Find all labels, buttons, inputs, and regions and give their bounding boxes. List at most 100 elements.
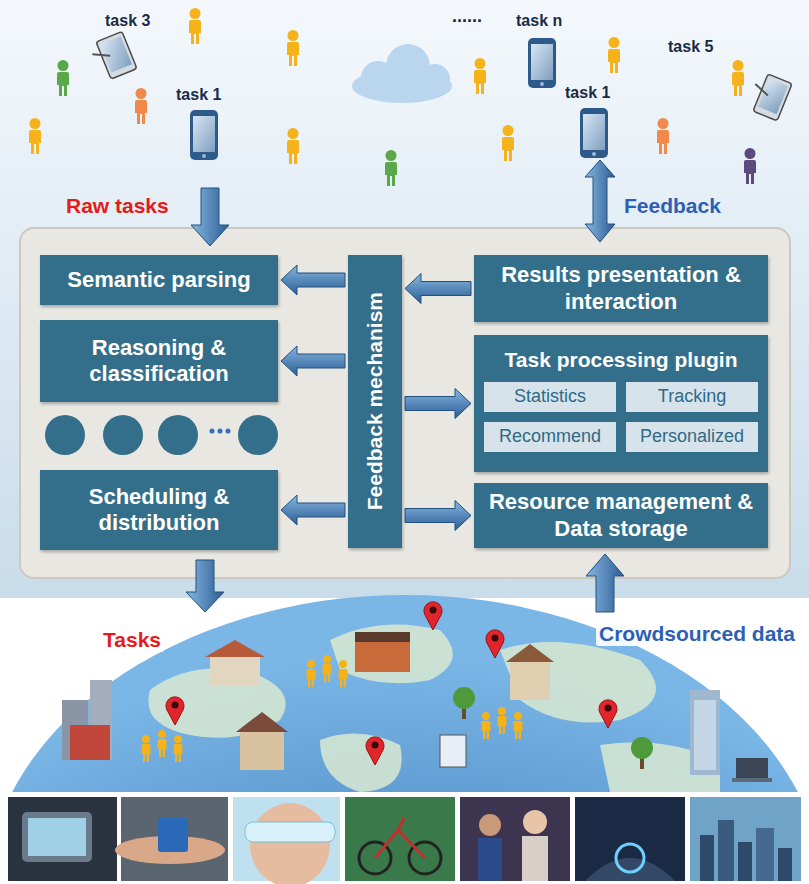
photo-strip: [245, 822, 335, 842]
worker-groups: [323, 655, 332, 682]
photo-strip: [522, 836, 548, 881]
buildings: [736, 758, 768, 778]
crowd-people: [385, 150, 397, 186]
platform-panel: [20, 228, 790, 578]
buildings: [355, 632, 410, 642]
photo-strip: [756, 828, 774, 881]
node-text: Reasoning & classification: [50, 335, 268, 388]
crowd-people: [502, 125, 514, 161]
cloud: [352, 44, 452, 103]
plugin-box: Task processing pluginStatistics Tracking…: [474, 335, 768, 472]
worker-groups: [142, 655, 523, 762]
continent: [320, 734, 402, 792]
buildings: [62, 632, 772, 782]
buildings: [510, 660, 550, 700]
ellipsis-label: ......: [452, 6, 482, 27]
flow-label: Raw tasks: [66, 194, 169, 218]
crowd-people: [29, 8, 756, 186]
block-arrow: [405, 389, 471, 419]
photo-strip: [585, 858, 675, 881]
node-text: Personalized: [640, 426, 744, 448]
flow-arrow: [585, 160, 615, 242]
globe: [0, 595, 809, 792]
crowd-people: [57, 60, 69, 96]
module-circles: [226, 429, 231, 434]
buildings: [70, 725, 110, 760]
photo-strip: [8, 797, 801, 884]
buildings: [694, 700, 716, 770]
node-text: Results presentation & interaction: [484, 262, 758, 315]
module-circles: [103, 415, 143, 455]
buildings: [506, 644, 554, 662]
device-label: task 1: [176, 86, 221, 104]
crowd-people: [474, 58, 486, 94]
plugin-item: Tracking: [626, 382, 758, 412]
process-box: Resource management & Data storage: [474, 483, 768, 548]
location-pins: [599, 700, 617, 728]
worker-groups: [482, 712, 491, 739]
photo-strip: [478, 838, 502, 881]
plugin-item: Recommend: [484, 422, 616, 452]
sky-background: [0, 0, 809, 598]
tablet-icon: [746, 71, 793, 121]
worker-groups: [498, 707, 507, 734]
node-text: Tracking: [658, 386, 726, 408]
node-text: Recommend: [499, 426, 601, 448]
block-arrow: [281, 495, 345, 525]
buildings: [240, 730, 284, 770]
module-circles: [210, 429, 215, 434]
crowd-people: [287, 128, 299, 164]
flow-label: Tasks: [100, 628, 164, 652]
photo-strip: [158, 818, 188, 852]
node-text: Statistics: [514, 386, 586, 408]
plugin-item: Personalized: [626, 422, 758, 452]
process-box: Scheduling & distribution: [40, 470, 278, 550]
photo-strip: [575, 797, 685, 881]
crowd-people: [29, 118, 41, 154]
crowd-people: [732, 60, 744, 96]
photo-strip: [22, 812, 92, 862]
device-label: task 3: [105, 12, 150, 30]
node-text: Task processing plugin: [505, 347, 738, 372]
tablet-icon: [92, 48, 110, 61]
phone-icons: [190, 38, 608, 160]
process-box: Results presentation & interaction: [474, 255, 768, 322]
device-label: task 1: [565, 84, 610, 102]
phone-icons: [580, 108, 608, 158]
buildings: [205, 640, 265, 657]
phone-icons: [190, 110, 218, 160]
buildings: [690, 690, 720, 775]
trees: [453, 687, 475, 719]
photo-strip: [778, 848, 792, 881]
photo-strip: [250, 803, 330, 884]
trees: [453, 687, 653, 769]
flow-arrow: [191, 188, 229, 246]
crowd-people: [657, 118, 669, 154]
flow-arrow: [586, 554, 624, 612]
trees: [631, 737, 653, 769]
crowd-people: [608, 37, 620, 73]
worker-groups: [307, 660, 316, 687]
buildings: [440, 735, 466, 767]
photo-strip: [718, 820, 734, 881]
location-pins: [424, 602, 442, 630]
module-circles: [218, 429, 223, 434]
buildings: [355, 640, 410, 672]
photo-strip: [460, 797, 570, 881]
worker-groups: [174, 735, 183, 762]
continent: [148, 624, 720, 792]
phone-icons: [528, 38, 556, 88]
module-circles: [45, 415, 85, 455]
buildings: [732, 778, 772, 782]
crowd-people: [189, 8, 201, 44]
buildings: [236, 712, 288, 732]
flow-label: Crowdsourced data: [596, 622, 798, 646]
photo-strip: [28, 818, 86, 856]
block-arrow: [405, 274, 471, 304]
photo-strip: [375, 818, 425, 858]
node-text: Semantic parsing: [67, 267, 250, 293]
photo-strip: [8, 797, 117, 881]
feedback-bar: Feedback mechanism: [348, 255, 402, 548]
worker-groups: [142, 735, 151, 762]
